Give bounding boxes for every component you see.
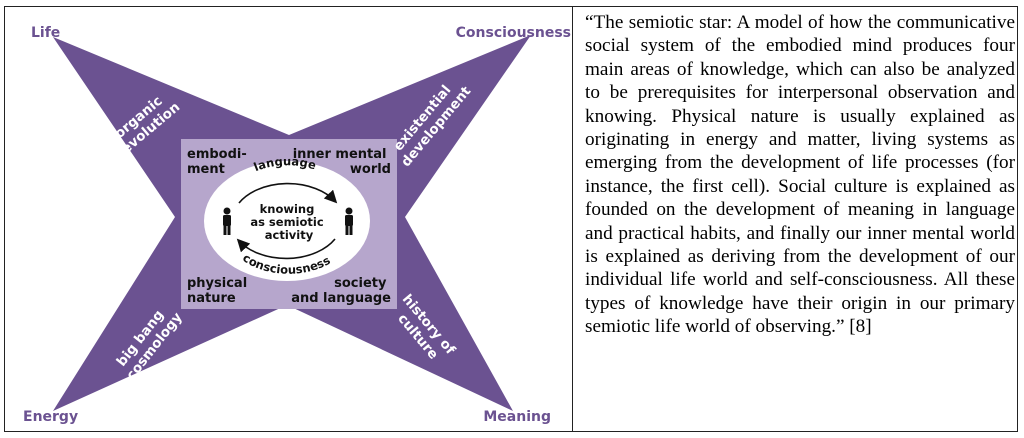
- semiotic-star-svg: language consciousness knowing as semiot…: [23, 25, 571, 425]
- semiotic-star-diagram: language consciousness knowing as semiot…: [5, 7, 573, 431]
- language-arc-label: language: [252, 154, 318, 174]
- inner-mental-world-label: inner mental world: [293, 147, 391, 177]
- arrow-bottom: [236, 238, 336, 260]
- caption-cell: “The semiotic star: A model of how the c…: [573, 7, 1017, 431]
- physical-nature-label: physical nature: [187, 276, 252, 306]
- life-corner-label: Life: [31, 25, 60, 41]
- person-right-icon: [345, 207, 353, 235]
- energy-corner-label: Energy: [23, 409, 78, 425]
- center-label: knowing as semiotic activity: [250, 202, 327, 242]
- society-language-label: society and language: [291, 276, 391, 306]
- arrow-top: [238, 182, 338, 204]
- person-left-icon: [223, 207, 231, 235]
- figure-table: language consciousness knowing as semiot…: [4, 6, 1018, 432]
- caption-quote: “The semiotic star: A model of how the c…: [585, 12, 1015, 338]
- consciousness-corner-label: Consciousness: [456, 25, 571, 41]
- meaning-corner-label: Meaning: [483, 409, 551, 425]
- embodiment-label: embodi- ment: [187, 147, 251, 177]
